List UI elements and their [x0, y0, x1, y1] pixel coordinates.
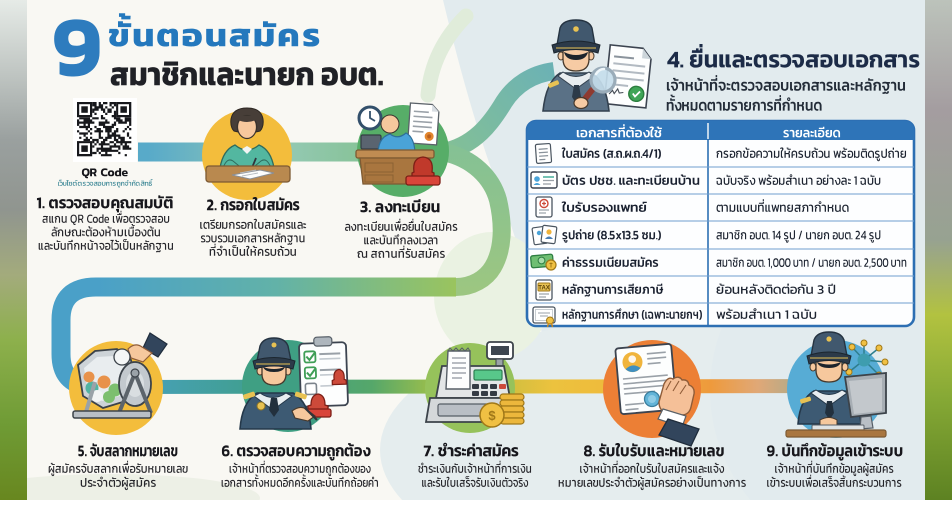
svg-text:TAX: TAX [538, 286, 550, 292]
svg-text:$: $ [488, 408, 496, 423]
